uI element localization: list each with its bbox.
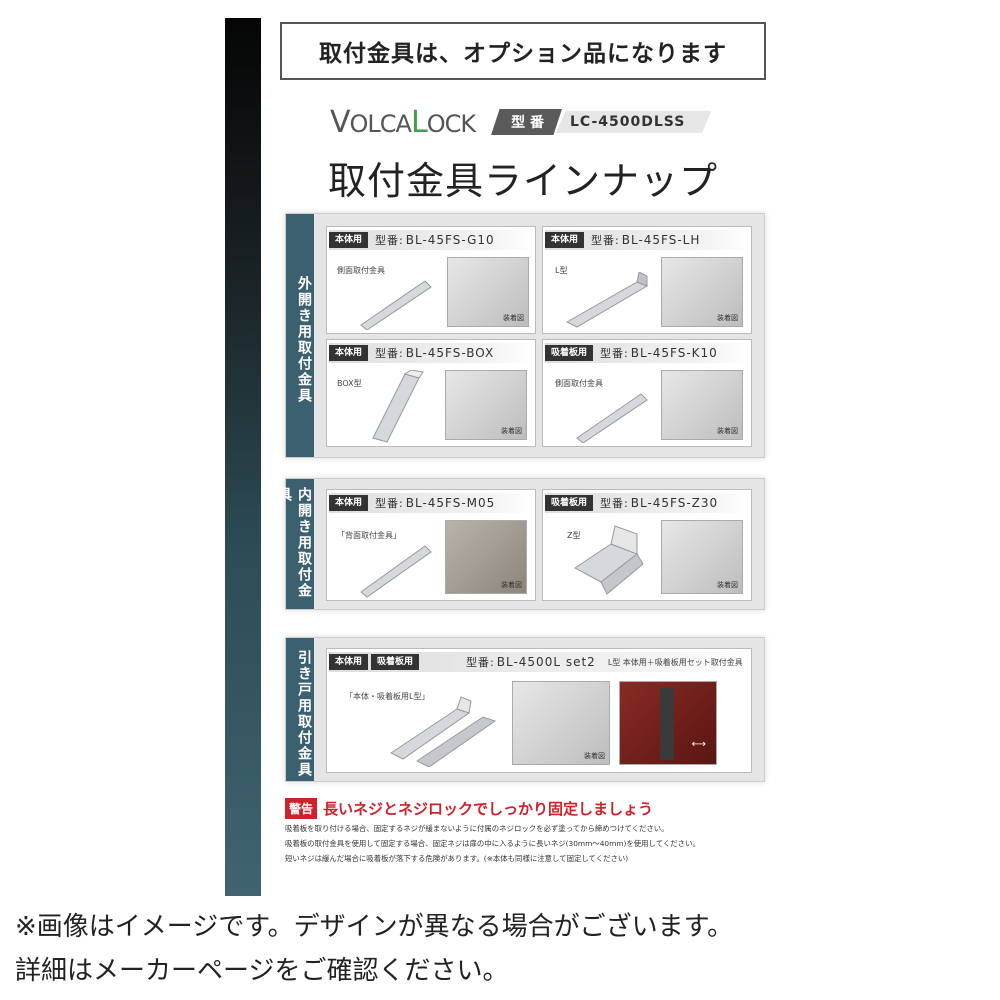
- product-card: 本体用 型番:BL-45FS-BOX BOX型 装着図: [326, 339, 536, 447]
- warning-title: 長いネジとネジロックでしっかり固定しましょう: [323, 800, 654, 818]
- product-card: 本体用 吸着板用 型番:BL-4500L set2 L型 本体用＋吸着板用セット…: [326, 648, 752, 773]
- model-prefix: 型番:: [591, 234, 620, 247]
- bracket-plate-image: [576, 393, 648, 443]
- card-header: 吸着板用 型番:BL-45FS-Z30: [545, 493, 749, 513]
- photo-caption: 装着図: [717, 314, 738, 322]
- mounted-photo: 装着図: [661, 520, 743, 594]
- photo-caption: 装着図: [717, 427, 738, 435]
- product-model: 型番:BL-45FS-M05: [375, 495, 495, 511]
- model-code: BL-45FS-M05: [405, 496, 496, 510]
- footer-disclaimer: ※画像はイメージです。デザインが異なる場合がございます。: [15, 912, 734, 942]
- section-inward-opening: 内開き用取付金具 本体用 型番:BL-45FS-M05 「背面取付金具」 装着図…: [276, 478, 765, 610]
- brand-logo: VOLCALOCK: [330, 104, 476, 140]
- bracket-plate-image: [360, 545, 432, 598]
- model-code: BL-4500L set2: [496, 655, 596, 669]
- z-bracket-image: [574, 525, 644, 595]
- box-bracket-image: [372, 370, 424, 443]
- l-bracket-set-image: [390, 696, 497, 767]
- bracket-plate-image: [360, 280, 432, 330]
- part-description: BOX型: [337, 379, 362, 388]
- product-card: 吸着板用 型番:BL-45FS-K10 側面取付金具 装着図: [542, 339, 752, 447]
- mounted-photo: 装着図: [512, 681, 610, 765]
- usage-badge: 吸着板用: [371, 654, 420, 670]
- model-prefix: 型番:: [600, 497, 629, 510]
- model-code: BL-45FS-G10: [405, 233, 495, 247]
- part-description: L型: [555, 266, 568, 275]
- section-label: 引き戸用取付金具: [286, 638, 314, 781]
- part-description: 側面取付金具: [555, 379, 603, 388]
- product-model: 型番:BL-4500L set2: [466, 654, 596, 670]
- card-header: 本体用 吸着板用 型番:BL-4500L set2 L型 本体用＋吸着板用セット…: [329, 652, 749, 672]
- photo-caption: 装着図: [503, 314, 524, 322]
- product-card: 本体用 型番:BL-45FS-G10 側面取付金具 装着図: [326, 226, 536, 334]
- part-description: Z型: [567, 531, 581, 540]
- model-code: BL-45FS-BOX: [405, 346, 495, 360]
- product-model: 型番:BL-45FS-LH: [591, 232, 700, 248]
- mounted-photo: 装着図: [661, 370, 743, 440]
- card-header: 本体用 型番:BL-45FS-LH: [545, 230, 749, 250]
- section-sliding-door: 引き戸用取付金具 本体用 吸着板用 型番:BL-4500L set2 L型 本体…: [285, 637, 765, 782]
- slide-arrow-icon: ⟷: [691, 739, 706, 750]
- usage-badge: 吸着板用: [545, 495, 594, 511]
- product-model: 型番:BL-45FS-Z30: [600, 495, 718, 511]
- mounted-photo: 装着図: [445, 520, 527, 594]
- model-prefix: 型番:: [375, 234, 404, 247]
- warning-header: 警告 長いネジとネジロックでしっかり固定しましょう: [285, 798, 765, 819]
- model-label: 型 番: [491, 109, 562, 135]
- usage-badge: 本体用: [329, 345, 369, 361]
- part-description: 「本体・吸着板用L型」: [345, 692, 430, 701]
- usage-badge: 本体用: [329, 495, 369, 511]
- mounted-photo: 装着図: [661, 257, 743, 327]
- product-card: 吸着板用 型番:BL-45FS-Z30 Z型 装着図: [542, 489, 752, 601]
- product-model: 型番:BL-45FS-BOX: [375, 345, 494, 361]
- warning-line: 吸着板の取付金具を使用して固定する場合、固定ネジは扉の中に入るように長いネジ(3…: [285, 839, 700, 848]
- page-title: 取付金具ラインナップ: [327, 159, 718, 203]
- decorative-sidebar-bar: [225, 18, 261, 896]
- mounted-photo: 装着図: [445, 370, 527, 440]
- warning-line: 吸着板を取り付ける場合、固定するネジが緩まないように付属のネジロックを必ず塗って…: [285, 824, 669, 833]
- section-label: 内開き用取付金具: [276, 479, 314, 609]
- photo-caption: 装着図: [501, 581, 522, 589]
- product-model: 型番:BL-45FS-K10: [600, 345, 718, 361]
- card-header: 本体用 型番:BL-45FS-M05: [329, 493, 533, 513]
- product-card: 本体用 型番:BL-45FS-LH L型 装着図: [542, 226, 752, 334]
- model-code: BL-45FS-K10: [630, 346, 718, 360]
- model-code: BL-45FS-Z30: [630, 496, 719, 510]
- product-subtitle: L型 本体用＋吸着板用セット取付金具: [607, 657, 743, 667]
- section-label: 外開き用取付金具: [286, 214, 314, 457]
- usage-badge: 吸着板用: [545, 345, 594, 361]
- model-prefix: 型番:: [375, 497, 404, 510]
- section-outward-opening: 外開き用取付金具 本体用 型番:BL-45FS-G10 側面取付金具 装着図 本…: [285, 213, 765, 458]
- usage-badge: 本体用: [329, 232, 369, 248]
- photo-caption: 装着図: [717, 581, 738, 589]
- option-notice: 取付金具は、オプション品になります: [280, 22, 766, 80]
- warning-line: 短いネジは緩んだ場合に吸着板が落下する危険があります。(※本体も同様に注意して固…: [285, 854, 629, 863]
- model-prefix: 型番:: [600, 347, 629, 360]
- l-bracket-image: [565, 272, 649, 328]
- warning-badge: 警告: [285, 798, 318, 819]
- card-header: 吸着板用 型番:BL-45FS-K10: [545, 343, 749, 363]
- photo-caption: 装着図: [501, 427, 522, 435]
- warning-block: 警告 長いネジとネジロックでしっかり固定しましょう 吸着板を取り付ける場合、固定…: [285, 798, 765, 864]
- door-photo: ⟷: [619, 681, 717, 765]
- part-description: 「背面取付金具」: [337, 531, 401, 540]
- usage-badge: 本体用: [329, 654, 369, 670]
- footer-details: 詳細はメーカーページをご確認ください。: [15, 956, 509, 986]
- part-description: 側面取付金具: [337, 266, 385, 275]
- model-value: LC-4500DLSS: [555, 111, 712, 133]
- model-tag: 型 番 LC-4500DLSS: [491, 109, 712, 135]
- model-prefix: 型番:: [466, 656, 495, 669]
- brand-row: VOLCALOCK 型 番 LC-4500DLSS: [330, 104, 730, 140]
- product-model: 型番:BL-45FS-G10: [375, 232, 495, 248]
- model-code: BL-45FS-LH: [621, 233, 701, 247]
- card-header: 本体用 型番:BL-45FS-BOX: [329, 343, 533, 363]
- mounted-photo: 装着図: [447, 257, 529, 327]
- model-prefix: 型番:: [375, 347, 404, 360]
- lock-device: [660, 688, 674, 760]
- photo-caption: 装着図: [584, 752, 605, 760]
- product-card: 本体用 型番:BL-45FS-M05 「背面取付金具」 装着図: [326, 489, 536, 601]
- usage-badge: 本体用: [545, 232, 585, 248]
- card-header: 本体用 型番:BL-45FS-G10: [329, 230, 533, 250]
